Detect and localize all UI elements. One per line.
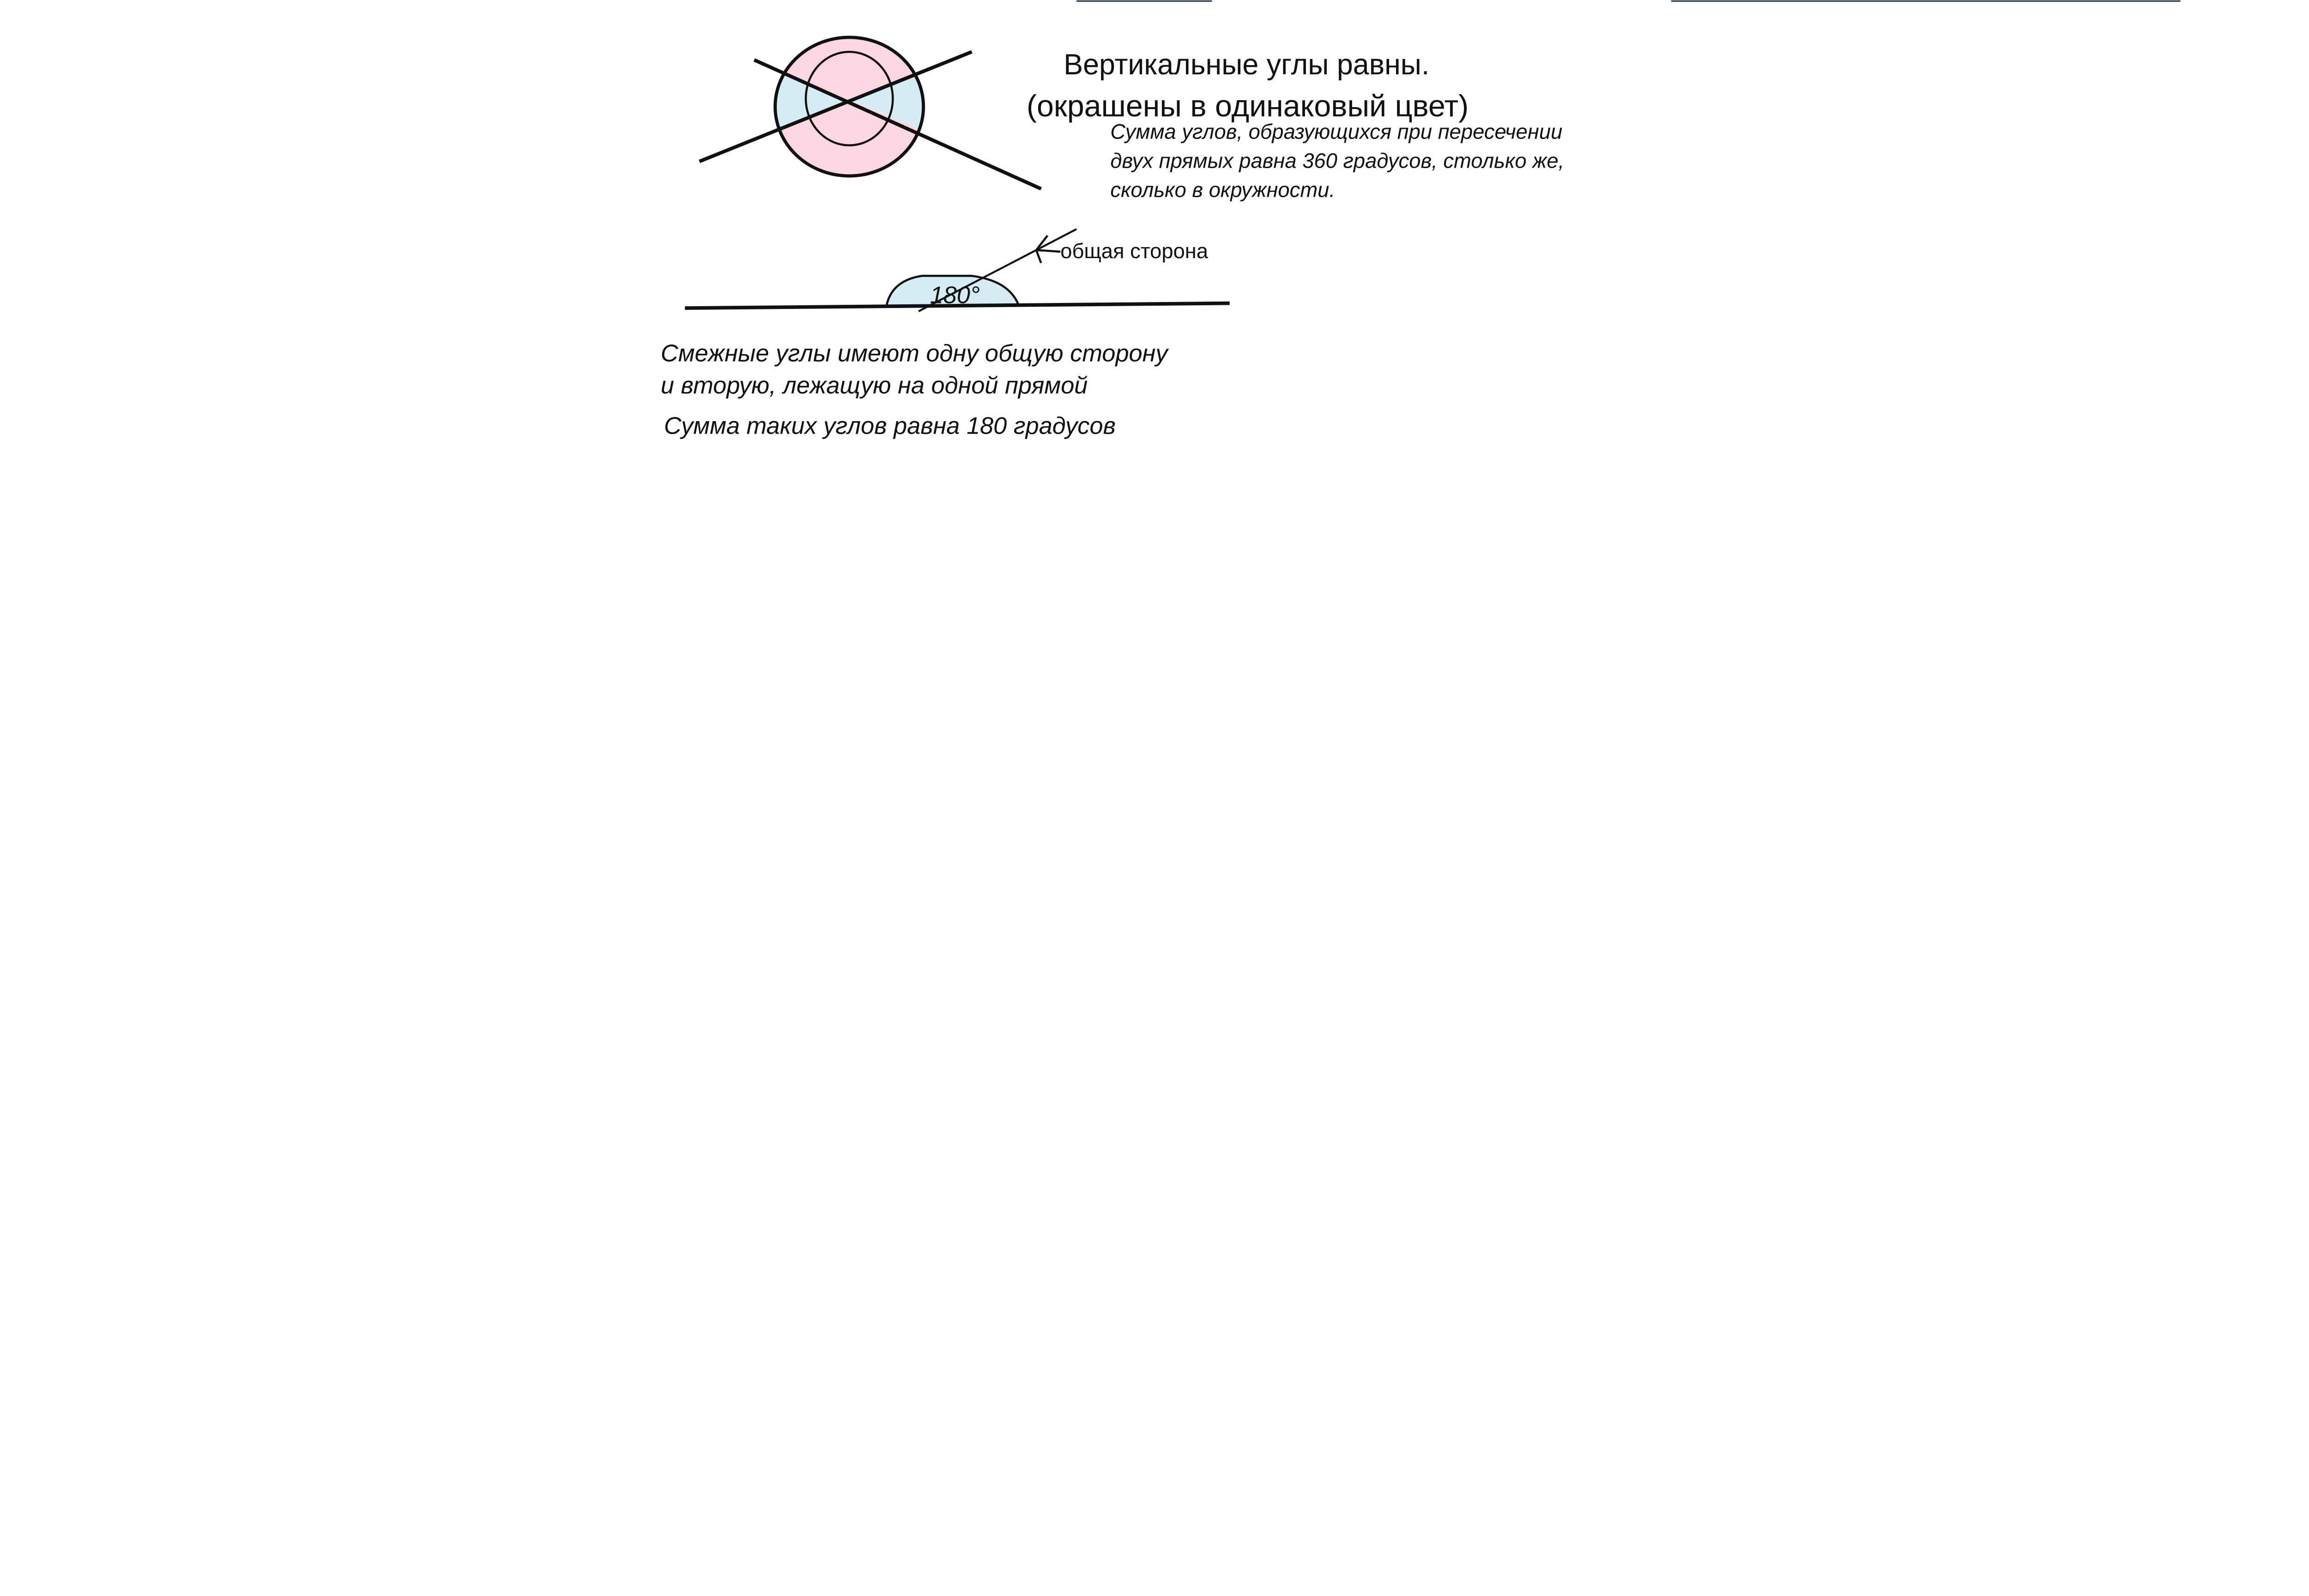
arrow-icon (1034, 235, 1061, 264)
line-b (699, 50, 973, 163)
line-a (753, 58, 1042, 191)
straight-line (685, 301, 1230, 310)
vertical-angles-subtitle: (окрашены в одинаковый цвет) (1027, 89, 1469, 123)
sum-note-line-2: двух прямых равна 360 градусов, столько … (1110, 149, 1564, 173)
pink-angle-fill (775, 37, 924, 176)
common-side-label: общая сторона (1060, 239, 1209, 263)
vertical-angles-figure (699, 36, 1042, 191)
sum-note-line-3: сколько в окружности. (1110, 178, 1335, 201)
adjacent-sum-note: Сумма таких углов равна 180 градусов (664, 412, 1116, 439)
adjacent-description-line-1: Смежные углы имеют одну общую сторону (661, 340, 1169, 367)
common-side-ray (918, 228, 1077, 312)
angle-180-label: 180° (930, 282, 980, 309)
sum-note-line-1: Сумма углов, образующихся при пересечени… (1110, 120, 1562, 144)
inner-circle (804, 50, 894, 146)
angle-arc-fill (885, 275, 1020, 308)
vertical-angles-title: Вертикальные углы равны. (1064, 48, 1429, 81)
outer-circle (774, 36, 925, 178)
adjacent-angles-figure (685, 228, 1230, 312)
adjacent-description-line-2: и вторую, лежащую на одной прямой (661, 372, 1088, 399)
